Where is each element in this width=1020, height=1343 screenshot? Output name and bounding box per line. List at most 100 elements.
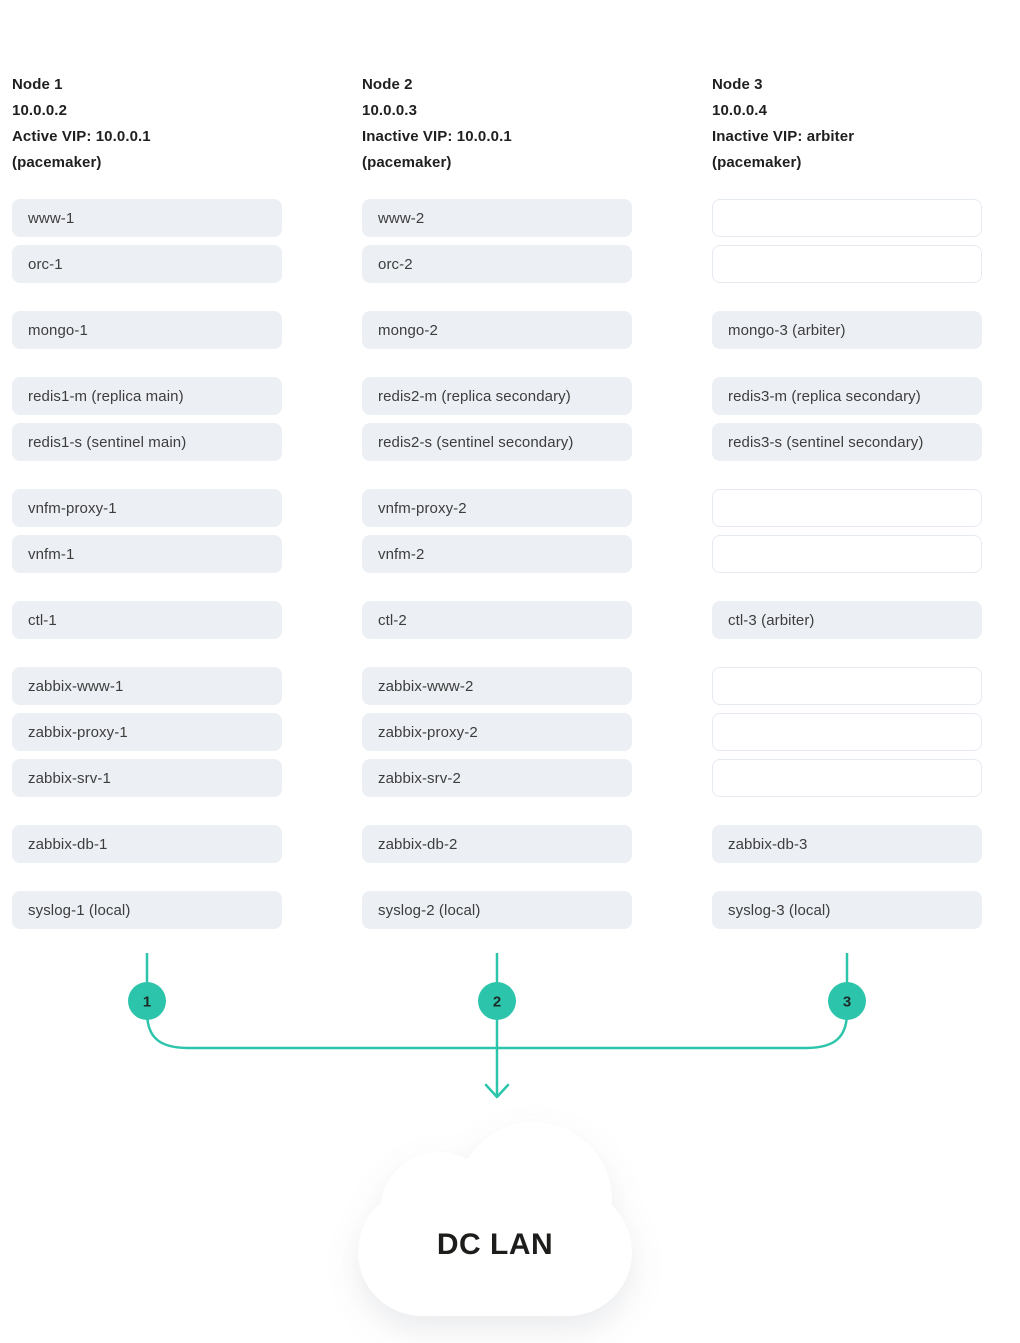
service-box: vnfm-2 — [362, 535, 632, 573]
service-box: zabbix-db-2 — [362, 825, 632, 863]
service-label: zabbix-www-1 — [28, 677, 124, 695]
service-group: redis2-m (replica secondary) redis2-s (se… — [362, 377, 632, 461]
service-group: zabbix-www-2 zabbix-proxy-2 zabbix-srv-2 — [362, 667, 632, 797]
node-badge-label: 3 — [843, 994, 851, 1011]
arrow-down-icon — [484, 1083, 510, 1099]
service-label: zabbix-db-3 — [728, 835, 808, 853]
service-label: vnfm-1 — [28, 545, 75, 563]
service-box: redis1-m (replica main) — [12, 377, 282, 415]
service-box: zabbix-srv-1 — [12, 759, 282, 797]
node-badge-2: 2 — [478, 982, 516, 1020]
service-box: www-1 — [12, 199, 282, 237]
service-label: zabbix-proxy-1 — [28, 723, 128, 741]
node-vip: Inactive VIP: arbiter — [712, 128, 855, 145]
service-label: mongo-3 (arbiter) — [728, 321, 846, 339]
service-label: zabbix-proxy-2 — [378, 723, 478, 741]
node-ip: 10.0.0.3 — [362, 102, 418, 119]
connector-lines: 1 2 3 — [128, 953, 866, 1099]
service-label: redis3-m (replica secondary) — [728, 387, 921, 405]
service-label: redis2-s (sentinel secondary) — [378, 433, 574, 451]
service-label: syslog-1 (local) — [28, 901, 131, 919]
service-box: zabbix-proxy-2 — [362, 713, 632, 751]
service-box: zabbix-www-1 — [12, 667, 282, 705]
service-box-empty — [712, 535, 982, 573]
service-label: redis1-s (sentinel main) — [28, 433, 187, 451]
service-box: orc-2 — [362, 245, 632, 283]
service-label: syslog-2 (local) — [378, 901, 481, 919]
service-box-empty — [712, 713, 982, 751]
service-box: redis2-m (replica secondary) — [362, 377, 632, 415]
service-label: zabbix-www-2 — [378, 677, 474, 695]
service-label: ctl-1 — [28, 611, 57, 629]
node-vip: Active VIP: 10.0.0.1 — [12, 128, 151, 145]
service-box-empty — [712, 667, 982, 705]
service-list: www-2 orc-2 mongo-2 redis2-m (replica secon… — [362, 199, 632, 929]
service-box-empty — [712, 199, 982, 237]
service-list: www-1 orc-1 mongo-1 redis1-m (replica main)… — [12, 199, 282, 929]
service-group: redis3-m (replica secondary) redis3-s (se… — [712, 377, 982, 461]
service-group: ctl-3 (arbiter) — [712, 601, 982, 639]
service-label: vnfm-proxy-2 — [378, 499, 467, 517]
service-box: ctl-1 — [12, 601, 282, 639]
service-label: redis2-m (replica secondary) — [378, 387, 571, 405]
service-list: mongo-3 (arbiter) redis3-m (replica secon… — [712, 199, 982, 929]
service-label: vnfm-2 — [378, 545, 425, 563]
service-label: www-2 — [378, 209, 425, 227]
service-group: vnfm-proxy-2 vnfm-2 — [362, 489, 632, 573]
service-group — [712, 489, 982, 573]
service-box: vnfm-proxy-1 — [12, 489, 282, 527]
service-box-empty — [712, 759, 982, 797]
service-label: redis1-m (replica main) — [28, 387, 184, 405]
service-label: zabbix-srv-2 — [378, 769, 461, 787]
dc-lan-cloud: DC LAN — [358, 1122, 632, 1322]
service-box: mongo-2 — [362, 311, 632, 349]
service-group: ctl-2 — [362, 601, 632, 639]
service-group — [712, 199, 982, 283]
service-box: www-2 — [362, 199, 632, 237]
service-label: mongo-2 — [378, 321, 438, 339]
service-group: vnfm-proxy-1 vnfm-1 — [12, 489, 282, 573]
service-group: zabbix-db-2 — [362, 825, 632, 863]
service-label: ctl-3 (arbiter) — [728, 611, 815, 629]
service-box: vnfm-proxy-2 — [362, 489, 632, 527]
service-group: mongo-3 (arbiter) — [712, 311, 982, 349]
service-group: mongo-2 — [362, 311, 632, 349]
service-box: orc-1 — [12, 245, 282, 283]
service-group: redis1-m (replica main) redis1-s (sentine… — [12, 377, 282, 461]
service-label: redis3-s (sentinel secondary) — [728, 433, 924, 451]
service-box: zabbix-db-1 — [12, 825, 282, 863]
node-title: Node 2 — [362, 76, 413, 93]
service-group: zabbix-db-1 — [12, 825, 282, 863]
service-group: www-2 orc-2 — [362, 199, 632, 283]
service-box: redis2-s (sentinel secondary) — [362, 423, 632, 461]
service-box: zabbix-proxy-1 — [12, 713, 282, 751]
service-group: mongo-1 — [12, 311, 282, 349]
service-group — [712, 667, 982, 797]
service-label: orc-1 — [28, 255, 63, 273]
service-label: www-1 — [28, 209, 75, 227]
service-box: zabbix-srv-2 — [362, 759, 632, 797]
service-box: ctl-3 (arbiter) — [712, 601, 982, 639]
node-badge-label: 2 — [493, 994, 501, 1011]
service-group: syslog-2 (local) — [362, 891, 632, 929]
cloud-shape — [358, 1188, 632, 1316]
service-label: ctl-2 — [378, 611, 407, 629]
service-box: mongo-1 — [12, 311, 282, 349]
service-label: syslog-3 (local) — [728, 901, 831, 919]
service-box: zabbix-db-3 — [712, 825, 982, 863]
node-badge-label: 1 — [143, 994, 151, 1011]
service-box: syslog-3 (local) — [712, 891, 982, 929]
service-box-empty — [712, 489, 982, 527]
service-group: zabbix-www-1 zabbix-proxy-1 zabbix-srv-1 — [12, 667, 282, 797]
service-box: mongo-3 (arbiter) — [712, 311, 982, 349]
service-group: ctl-1 — [12, 601, 282, 639]
node-title: Node 3 — [712, 76, 763, 93]
node-cluster-manager: (pacemaker) — [12, 154, 102, 171]
service-label: zabbix-db-1 — [28, 835, 108, 853]
service-label: vnfm-proxy-1 — [28, 499, 117, 517]
